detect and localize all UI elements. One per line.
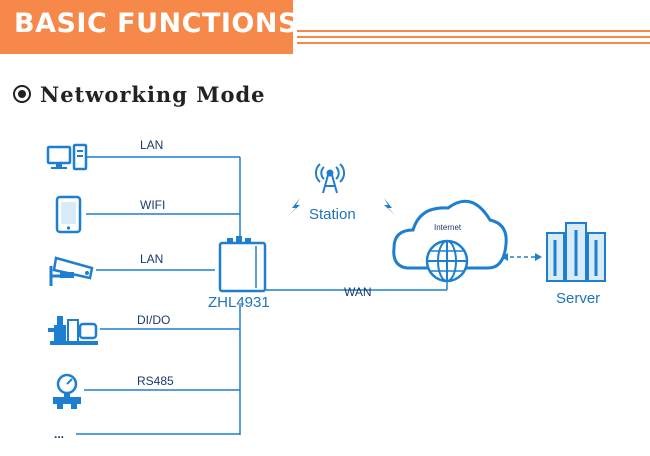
link-label-lan: LAN bbox=[140, 138, 163, 152]
antenna-icon bbox=[314, 163, 346, 194]
server-label: Server bbox=[556, 290, 600, 307]
router-icon bbox=[218, 236, 267, 293]
station-label: Station bbox=[309, 206, 356, 223]
link-label-rs485: RS485 bbox=[137, 374, 174, 388]
smartphone-icon bbox=[55, 195, 82, 234]
gauge-icon bbox=[53, 373, 81, 409]
header-stripe bbox=[297, 42, 650, 44]
cloud-label: Internet bbox=[434, 223, 462, 232]
section-heading: Networking Mode bbox=[12, 80, 266, 108]
link-label-lan-camera: LAN bbox=[140, 252, 163, 266]
signal-bolt-icon bbox=[288, 198, 300, 216]
globe-icon bbox=[425, 239, 469, 283]
signal-bolt-icon bbox=[384, 198, 396, 216]
pump-icon bbox=[48, 316, 98, 345]
link-label-dido: DI/DO bbox=[137, 313, 170, 327]
link-label-wan: WAN bbox=[344, 285, 372, 299]
network-diagram: LAN WIFI LAN DI/DO RS485 ... WAN ZHL4931… bbox=[46, 138, 606, 441]
server-icon bbox=[546, 222, 606, 282]
link-label-wifi: WIFI bbox=[140, 198, 165, 212]
more-devices-label: ... bbox=[54, 427, 64, 441]
cloud-icon bbox=[392, 199, 508, 270]
header-stripe bbox=[297, 30, 650, 32]
header-stripe bbox=[297, 36, 650, 38]
header-banner: BASIC FUNCTIONS bbox=[0, 0, 297, 54]
camera-icon bbox=[49, 256, 94, 286]
section-title: Networking Mode bbox=[40, 81, 266, 107]
header-title: BASIC FUNCTIONS bbox=[14, 8, 298, 39]
radio-bullet-icon bbox=[12, 84, 32, 104]
device-label: ZHL4931 bbox=[208, 294, 270, 311]
computer-icon bbox=[46, 143, 88, 171]
